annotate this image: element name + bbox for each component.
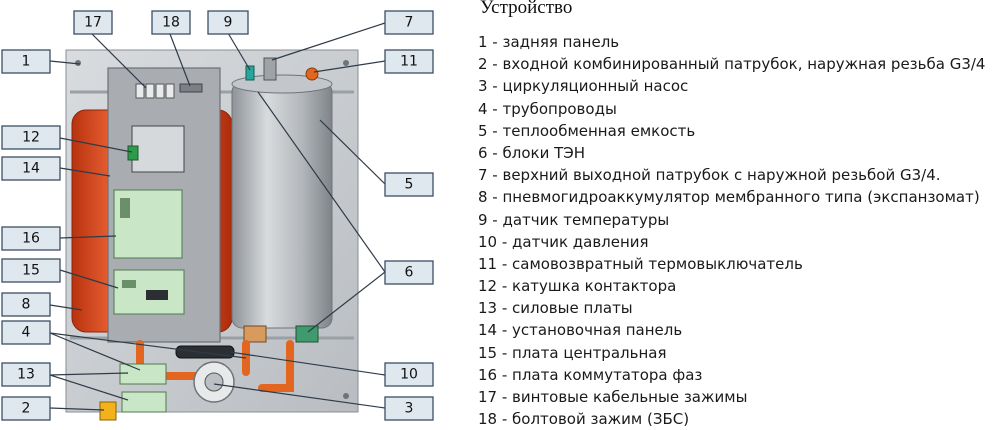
bolt-clamp — [179, 83, 203, 93]
callout-17: 17 — [73, 10, 113, 35]
callout-6: 6 — [384, 260, 434, 285]
svg-text:3: 3 — [405, 401, 414, 417]
legend-item: 12 - катушка контактора — [478, 277, 677, 296]
svg-text:1: 1 — [22, 54, 31, 70]
inlet-pipe — [99, 401, 117, 421]
legend-item: 9 - датчик температуры — [478, 210, 670, 229]
phase-switch-board — [113, 189, 183, 259]
legend-item: 7 - верхний выходной патрубок с наружной… — [478, 166, 941, 185]
contactor — [131, 125, 185, 173]
pressure-sensor — [175, 345, 235, 359]
callout-12: 12 — [1, 125, 61, 150]
legend-item: 14 - установочная панель — [478, 321, 683, 340]
top-outlet-pipe — [263, 57, 277, 81]
svg-text:15: 15 — [22, 263, 40, 279]
callout-4: 4 — [1, 320, 51, 345]
board-chip — [122, 280, 136, 288]
mount-hole — [343, 393, 349, 399]
legend-title: Устройство — [480, 0, 573, 18]
callout-2: 2 — [1, 396, 51, 421]
legend-item: 2 - входной комбинированный патрубок, на… — [478, 55, 986, 74]
legend-item: 8 - пневмогидроаккумулятор мембранного т… — [478, 188, 980, 207]
callout-11: 11 — [384, 49, 434, 74]
svg-text:18: 18 — [162, 15, 180, 31]
legend-list: 1 - задняя панель 2 - входной комбиниров… — [478, 31, 985, 430]
svg-text:9: 9 — [224, 15, 233, 31]
heat-exchange-tank — [231, 81, 333, 329]
legend-item: 11 - самовозвратный термовыключатель — [478, 254, 803, 273]
svg-text:14: 14 — [22, 161, 40, 177]
heating-element-block — [243, 325, 267, 343]
callout-10: 10 — [384, 362, 434, 387]
svg-text:6: 6 — [405, 265, 414, 281]
power-board — [121, 391, 167, 413]
svg-text:17: 17 — [84, 15, 102, 31]
thermal-switch — [305, 67, 319, 81]
heating-element-block — [295, 325, 319, 343]
legend-item: 17 - винтовые кабельные зажимы — [478, 388, 748, 406]
callout-13: 13 — [1, 362, 51, 387]
callout-18: 18 — [151, 10, 191, 35]
pipe — [258, 340, 294, 392]
callout-8: 8 — [1, 292, 51, 317]
svg-text:16: 16 — [22, 231, 40, 247]
svg-text:2: 2 — [22, 401, 31, 417]
board-chip — [146, 290, 168, 300]
central-board — [113, 269, 185, 315]
legend-item: 6 - блоки ТЭН — [478, 143, 585, 162]
power-board — [119, 363, 167, 385]
legend-item: 5 - теплообменная емкость — [478, 121, 696, 140]
leader-lines — [49, 22, 386, 411]
contactor-coil — [127, 145, 139, 161]
legend-item: 3 - циркуляционный насос — [478, 77, 689, 96]
board-chip — [120, 198, 130, 218]
legend-item: 4 - трубопроводы — [478, 99, 617, 118]
svg-text:4: 4 — [22, 325, 31, 341]
pump-rotor — [204, 372, 224, 392]
temperature-sensor — [245, 65, 255, 81]
callout-14: 14 — [1, 156, 61, 181]
svg-text:8: 8 — [22, 297, 31, 313]
callout-1: 1 — [1, 49, 51, 74]
screw-terminals — [135, 83, 175, 99]
callout-5: 5 — [384, 172, 434, 197]
legend: Устройство 1 - задняя панель 2 - входной… — [478, 0, 1000, 428]
callout-15: 15 — [1, 258, 61, 283]
svg-text:11: 11 — [400, 54, 418, 70]
legend-item: 1 - задняя панель — [478, 33, 620, 51]
boiler-diagram: 1 2 3 4 5 6 7 8 9 10 11 12 13 14 15 16 1… — [1, 10, 434, 421]
legend-item: 18 - болтовой зажим (ЗБС) — [478, 410, 690, 429]
callout-3: 3 — [384, 396, 434, 421]
legend-item: 10 - датчик давления — [478, 232, 649, 251]
callout-9: 9 — [207, 10, 249, 35]
legend-item: 16 - плата коммутатора фаз — [478, 365, 703, 384]
svg-text:13: 13 — [17, 367, 35, 383]
svg-text:7: 7 — [405, 15, 414, 31]
legend-item: 15 - плата центральная — [478, 343, 667, 362]
callout-7: 7 — [384, 10, 434, 35]
svg-text:5: 5 — [405, 177, 414, 193]
tank-top — [231, 74, 333, 94]
legend-item: 13 - силовые платы — [478, 299, 633, 318]
svg-text:12: 12 — [22, 130, 40, 146]
svg-text:10: 10 — [400, 367, 418, 383]
mount-hole — [343, 60, 349, 66]
callout-16: 16 — [1, 226, 61, 251]
